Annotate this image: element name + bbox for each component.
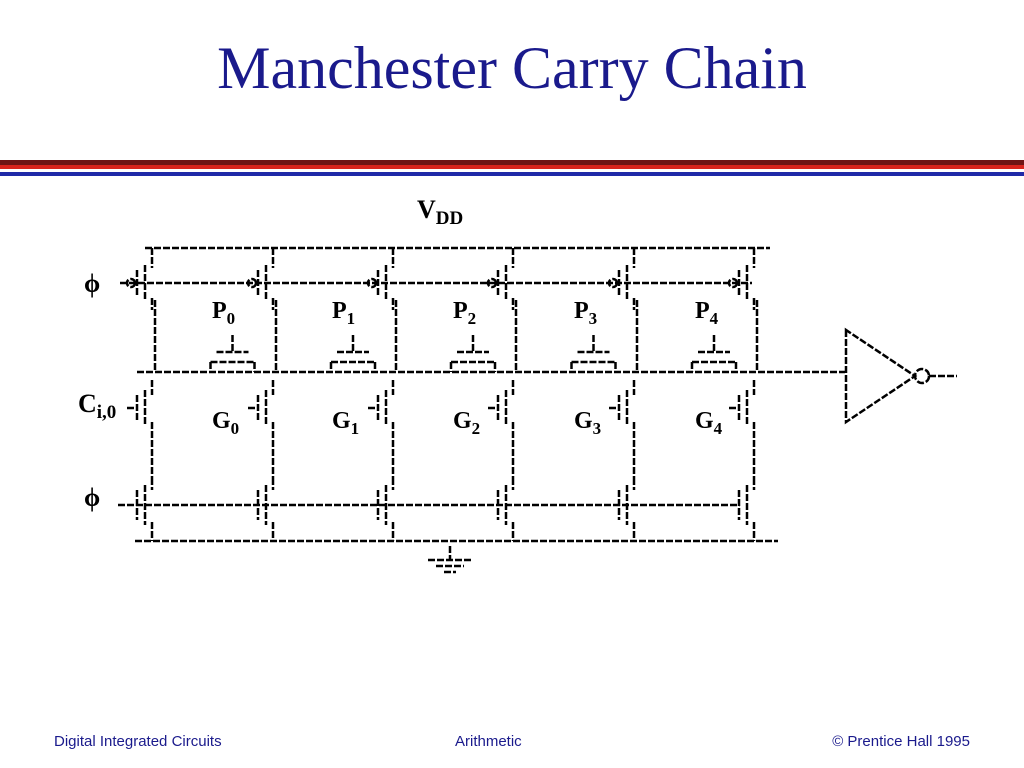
propagate-label-0-main: P xyxy=(212,298,227,324)
pmos-gate-bubble xyxy=(366,277,378,289)
carry-in-label-sub: i,0 xyxy=(97,402,117,423)
propagate-label-4-sub: 4 xyxy=(710,309,719,328)
propagate-label-1: P1 xyxy=(332,298,355,328)
output-inverter-body xyxy=(844,327,918,425)
propagate-label-4: P4 xyxy=(695,298,719,328)
rule-red xyxy=(0,165,1024,169)
rule-blue xyxy=(0,172,1024,176)
propagate-label-4-main: P xyxy=(695,298,710,324)
generate-label-0-main: G xyxy=(212,408,231,434)
vdd-label-sub: DD xyxy=(436,208,463,229)
generate-label-4-main: G xyxy=(695,408,714,434)
generate-label-3: G3 xyxy=(574,408,601,438)
pmos-gate-bubble xyxy=(246,277,258,289)
phi-precharge-label-main: ϕ xyxy=(84,269,100,298)
carry-in-label-main: C xyxy=(78,389,97,418)
footer-copyright: © Prentice Hall 1995 xyxy=(832,733,970,750)
phi-evaluate-label-main: ϕ xyxy=(84,483,100,512)
vdd-label: VDD xyxy=(417,195,463,229)
pmos-gate-bubble xyxy=(727,277,739,289)
rule-dark-red xyxy=(0,160,1024,165)
generate-label-4-sub: 4 xyxy=(714,419,723,438)
phi-evaluate-label: ϕ xyxy=(84,483,100,512)
circuit-wires xyxy=(118,246,957,574)
generate-label-3-sub: 3 xyxy=(593,419,602,438)
footer-course: Digital Integrated Circuits xyxy=(54,733,222,750)
propagate-label-3-main: P xyxy=(574,298,589,324)
generate-label-2: G2 xyxy=(453,408,480,438)
propagate-label-0-sub: 0 xyxy=(227,309,236,328)
generate-label-4: G4 xyxy=(695,408,723,438)
propagate-label-1-main: P xyxy=(332,298,347,324)
vdd-label-main: V xyxy=(417,195,436,224)
phi-precharge-label: ϕ xyxy=(84,269,100,298)
propagate-label-2: P2 xyxy=(453,298,476,328)
generate-label-0: G0 xyxy=(212,408,239,438)
generate-label-2-sub: 2 xyxy=(472,419,481,438)
propagate-label-3: P3 xyxy=(574,298,597,328)
generate-label-1-sub: 1 xyxy=(351,419,360,438)
propagate-label-2-sub: 2 xyxy=(468,309,477,328)
generate-label-1: G1 xyxy=(332,408,359,438)
generate-label-1-main: G xyxy=(332,408,351,434)
generate-label-3-main: G xyxy=(574,408,593,434)
carry-in-label: Ci,0 xyxy=(78,389,116,423)
slide-title: Manchester Carry Chain xyxy=(217,35,807,101)
pmos-gate-bubble xyxy=(486,277,498,289)
generate-label-2-main: G xyxy=(453,408,472,434)
propagate-label-1-sub: 1 xyxy=(347,309,356,328)
footer-topic: Arithmetic xyxy=(455,733,522,750)
pmos-gate-bubble xyxy=(125,277,137,289)
pmos-gate-bubble xyxy=(607,277,619,289)
generate-label-0-sub: 0 xyxy=(231,419,240,438)
propagate-label-0: P0 xyxy=(212,298,235,328)
propagate-label-2-main: P xyxy=(453,298,468,324)
propagate-label-3-sub: 3 xyxy=(589,309,598,328)
